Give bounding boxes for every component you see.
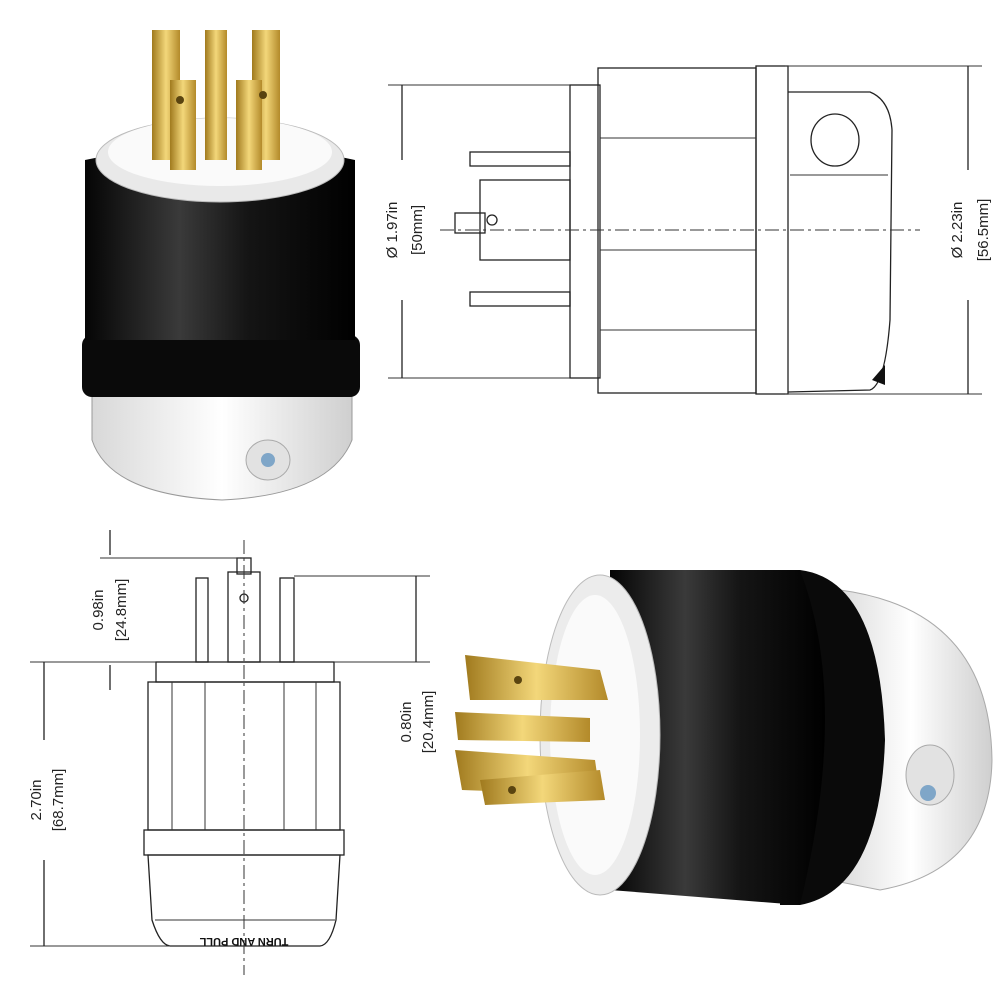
side-diameter-inches: Ø 1.97in	[384, 202, 401, 259]
pin-length-short-mm: [20.4mm]	[420, 691, 437, 754]
plug-photo-bottom	[455, 570, 993, 905]
screw-icon	[920, 785, 936, 801]
side-view-drawing	[388, 65, 982, 395]
front-view-drawing	[30, 530, 430, 975]
max-diameter-inches: Ø 2.23in	[949, 202, 966, 259]
pin-length-long-mm: [24.8mm]	[113, 579, 130, 642]
side-diameter-mm: [50mm]	[409, 205, 426, 255]
pin-length-long-inches: 0.98in	[90, 590, 107, 631]
plug-photo-top	[82, 30, 360, 501]
screw-icon	[261, 453, 275, 467]
pin-length-short-inches: 0.80in	[398, 702, 415, 743]
overall-length-mm: [68.7mm]	[50, 769, 67, 832]
max-diameter-mm: [56.5mm]	[975, 199, 992, 262]
turn-and-pull-label: TURN AND PULL	[199, 935, 288, 947]
overall-length-inches: 2.70in	[28, 780, 45, 821]
